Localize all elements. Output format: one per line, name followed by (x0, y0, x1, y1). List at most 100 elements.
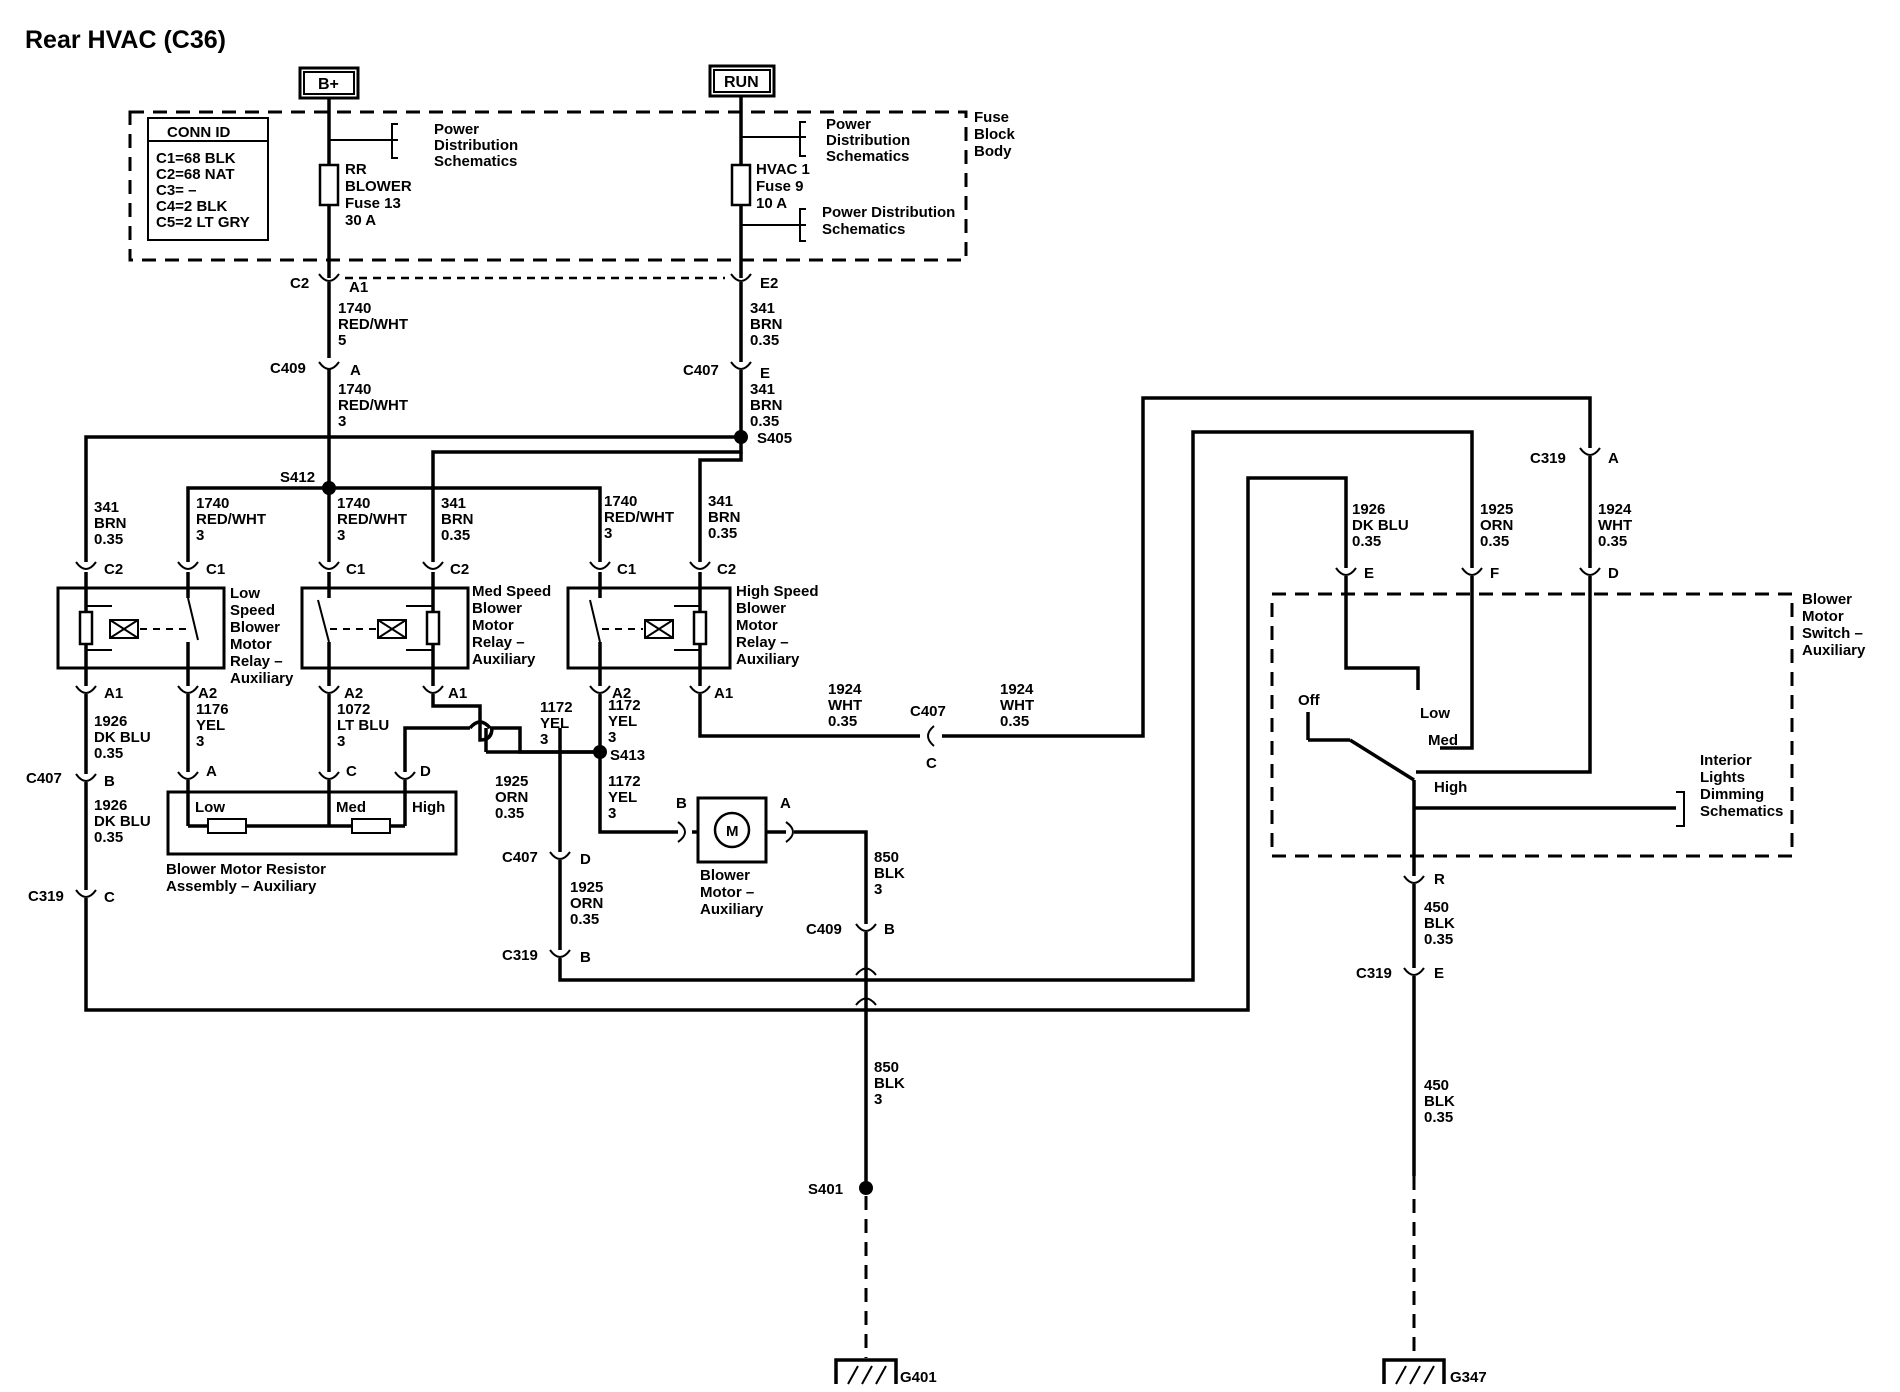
svg-text:1740: 1740 (338, 381, 371, 398)
svg-text:BRN: BRN (94, 515, 127, 532)
svg-text:Auxiliary: Auxiliary (230, 670, 294, 687)
svg-text:341: 341 (750, 381, 775, 398)
svg-text:0.35: 0.35 (708, 525, 737, 542)
svg-text:A: A (1608, 450, 1619, 467)
svg-text:BRN: BRN (750, 397, 783, 414)
svg-text:Schematics: Schematics (1700, 803, 1783, 820)
svg-text:1172: 1172 (608, 697, 641, 714)
svg-text:High Speed: High Speed (736, 583, 819, 600)
connector-c407-e: C407 E (683, 361, 770, 382)
wire-label-1740-med: 1740 RED/WHT 3 (337, 495, 407, 544)
svg-text:C4=2 BLK: C4=2 BLK (156, 198, 227, 215)
svg-text:CONN ID: CONN ID (167, 124, 231, 141)
relay-top-pins: C2 C1 C1 C2 C1 C2 (75, 561, 736, 578)
svg-text:3: 3 (337, 527, 345, 544)
svg-text:3: 3 (604, 525, 612, 542)
svg-text:Blower: Blower (472, 600, 522, 617)
svg-text:BLK: BLK (1424, 915, 1455, 932)
svg-text:1924: 1924 (1598, 501, 1632, 518)
fuse-block-label: Fuse Block Body (974, 109, 1016, 160)
svg-text:B: B (676, 795, 687, 812)
svg-text:C: C (346, 763, 357, 780)
svg-text:Schematics: Schematics (826, 148, 909, 165)
fuse-13: RR BLOWER Fuse 13 30 A (318, 161, 412, 229)
svg-text:0.35: 0.35 (828, 713, 857, 730)
svg-text:RED/WHT: RED/WHT (604, 509, 674, 526)
svg-text:0.35: 0.35 (1480, 533, 1509, 550)
splice-s413-label: S413 (610, 747, 645, 764)
svg-text:RED/WHT: RED/WHT (337, 511, 407, 528)
connector-c409-b: C409 B (806, 921, 895, 938)
svg-text:C: C (926, 755, 937, 772)
wire-label-450-a: 450 BLK 0.35 (1424, 899, 1455, 948)
svg-text:450: 450 (1424, 899, 1449, 916)
svg-text:341: 341 (441, 495, 466, 512)
svg-text:Schematics: Schematics (822, 221, 905, 238)
svg-text:1740: 1740 (338, 300, 371, 317)
svg-text:0.35: 0.35 (1000, 713, 1029, 730)
svg-text:A: A (206, 763, 217, 780)
svg-text:G347: G347 (1450, 1369, 1487, 1386)
wire-label-341-med: 341 BRN 0.35 (441, 495, 474, 544)
svg-text:C1=68 BLK: C1=68 BLK (156, 150, 236, 167)
svg-text:A2: A2 (198, 685, 217, 702)
svg-text:YEL: YEL (608, 789, 637, 806)
svg-text:Interior: Interior (1700, 752, 1752, 769)
pds-ref-a: Power Distribution Schematics (329, 121, 518, 170)
switch-top-pins: E F D (1335, 565, 1619, 582)
svg-text:0.35: 0.35 (750, 332, 779, 349)
svg-text:A1: A1 (448, 685, 467, 702)
svg-text:1925: 1925 (1480, 501, 1513, 518)
wire-label-1740-low: 1740 RED/WHT 3 (196, 495, 266, 544)
svg-text:HVAC 1: HVAC 1 (756, 161, 810, 178)
svg-text:1926: 1926 (94, 713, 127, 730)
connector-c319-c: C319 C (28, 888, 115, 906)
svg-text:BRN: BRN (708, 509, 741, 526)
svg-text:DK BLU: DK BLU (1352, 517, 1409, 534)
diagram-title: Rear HVAC (C36) (25, 26, 226, 54)
svg-text:850: 850 (874, 1059, 899, 1076)
svg-text:Auxiliary: Auxiliary (1802, 642, 1866, 659)
svg-text:C407: C407 (910, 703, 946, 720)
svg-text:1926: 1926 (94, 797, 127, 814)
svg-text:Relay –: Relay – (736, 634, 789, 651)
svg-text:Switch –: Switch – (1802, 625, 1863, 642)
svg-text:E2: E2 (760, 275, 778, 292)
svg-text:0.35: 0.35 (94, 745, 123, 762)
svg-text:F: F (1490, 565, 1499, 582)
svg-text:Body: Body (974, 143, 1012, 160)
svg-text:Blower: Blower (230, 619, 280, 636)
svg-text:Auxiliary: Auxiliary (472, 651, 536, 668)
blower-switch-label: Blower Motor Switch – Auxiliary (1802, 591, 1866, 659)
svg-text:C409: C409 (270, 360, 306, 377)
svg-text:10 A: 10 A (756, 195, 787, 212)
svg-text:M: M (726, 823, 739, 840)
connector-c319-a: C319 A (1530, 447, 1619, 467)
splice-s413 (593, 745, 607, 759)
svg-text:3: 3 (196, 733, 204, 750)
wire-label-850-a: 850 BLK 3 (874, 849, 905, 898)
svg-text:3: 3 (874, 881, 882, 898)
svg-text:G401: G401 (900, 1369, 937, 1386)
svg-text:C5=2 LT GRY: C5=2 LT GRY (156, 214, 250, 231)
svg-text:5: 5 (338, 332, 346, 349)
svg-text:Block: Block (974, 126, 1016, 143)
blower-switch-internals: Off Low Med High (1298, 576, 1676, 876)
svg-text:Low: Low (1420, 705, 1450, 722)
svg-text:C319: C319 (1530, 450, 1566, 467)
svg-text:BLK: BLK (874, 865, 905, 882)
connector-c319-b: C319 B (502, 947, 591, 966)
svg-text:Auxiliary: Auxiliary (736, 651, 800, 668)
svg-text:RED/WHT: RED/WHT (338, 397, 408, 414)
connector-c2-a1: C2 A1 (290, 273, 368, 296)
svg-text:C2: C2 (290, 275, 309, 292)
svg-text:C319: C319 (28, 888, 64, 905)
svg-text:Med: Med (336, 799, 366, 816)
svg-text:C: C (104, 889, 115, 906)
high-speed-relay: High Speed Blower Motor Relay – Auxiliar… (566, 572, 819, 686)
wire-label-1172-lower: 1172 YEL 3 (608, 773, 641, 822)
wire-label-1072: 1072 LT BLU 3 (337, 701, 389, 750)
svg-text:Med Speed: Med Speed (472, 583, 551, 600)
connector-c407-d: C407 D (502, 849, 591, 868)
svg-text:1172: 1172 (540, 699, 573, 716)
